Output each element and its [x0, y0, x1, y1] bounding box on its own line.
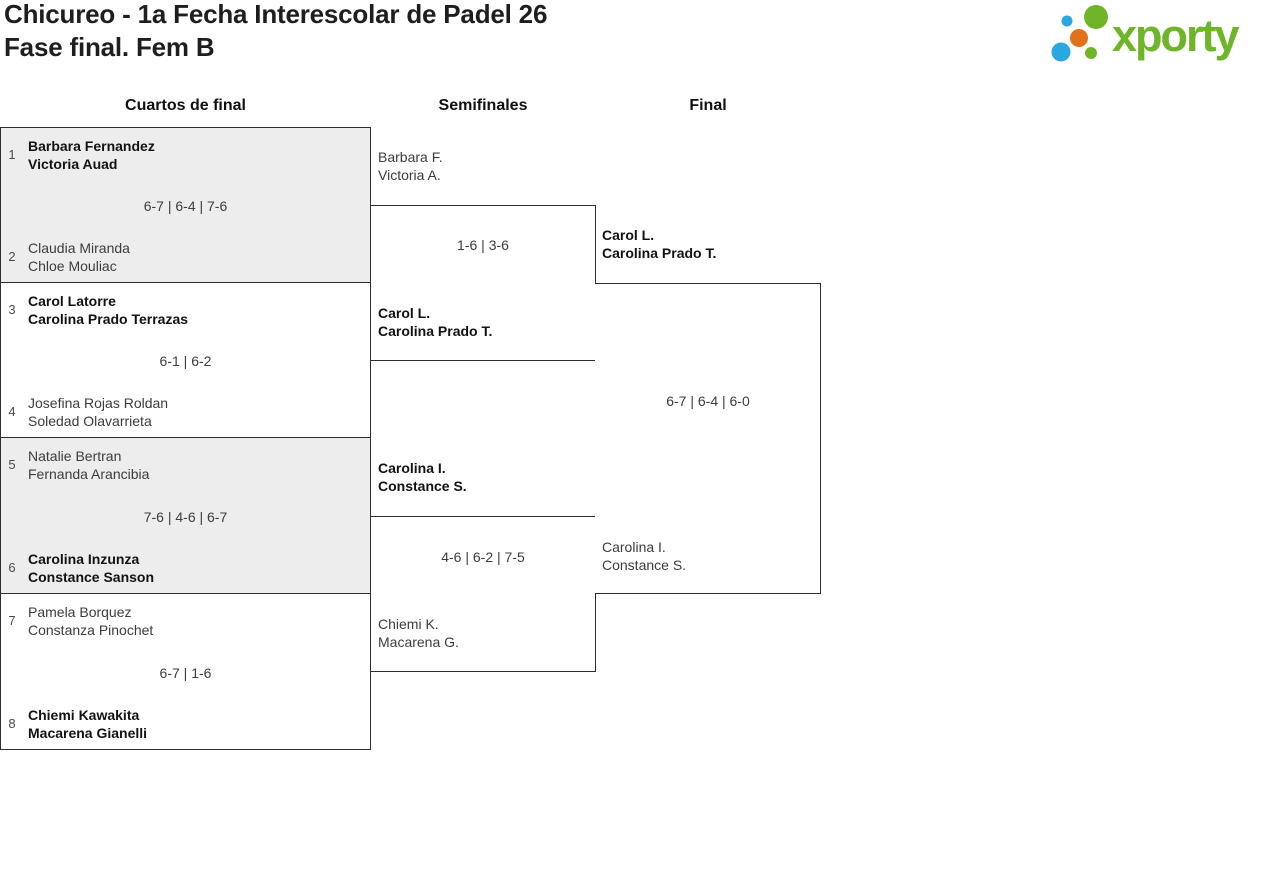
team-name: Barbara F. Victoria A.: [378, 148, 443, 184]
team-name: Carol L. Carolina Prado T.: [602, 226, 716, 262]
seed-number: 3: [8, 302, 16, 317]
player-name: Chiemi K.: [378, 616, 439, 632]
player-name: Carolina I.: [378, 460, 446, 476]
match-score: 7-6 | 4-6 | 6-7: [143, 509, 228, 525]
xporty-logo[interactable]: xporty: [1112, 10, 1240, 61]
team-name: Barbara Fernandez Victoria Auad: [28, 137, 155, 173]
player-name: Constance Sanson: [28, 569, 155, 585]
player-name: Constanza Pinochet: [28, 622, 154, 638]
player-name: Carolina Prado Terrazas: [28, 311, 189, 327]
player-name: Natalie Bertran: [28, 448, 122, 464]
player-name: Macarena G.: [378, 634, 459, 650]
column-header-final: Final: [689, 97, 727, 114]
player-name: Carol L.: [378, 305, 431, 321]
player-name: Josefina Rojas Roldan: [28, 395, 169, 411]
player-name: Chiemi Kawakita: [28, 707, 140, 723]
player-name: Carolina Prado T.: [378, 323, 493, 339]
quarterfinal-match-4: [0, 593, 371, 750]
quarterfinal-match-1: [0, 127, 371, 283]
semifinal-match-2: [370, 516, 596, 672]
final-match: [595, 283, 821, 594]
match-score: 1-6 | 3-6: [457, 237, 509, 253]
phase-subtitle: Fase final. Fem B: [4, 32, 215, 62]
player-name: Fernanda Arancibia: [28, 466, 150, 482]
seed-number: 1: [8, 147, 16, 162]
player-name: Macarena Gianelli: [28, 725, 148, 741]
team-name: Josefina Rojas Roldan Soledad Olavarriet…: [28, 394, 168, 430]
player-name: Soledad Olavarrieta: [28, 413, 152, 429]
player-name: Victoria A.: [378, 167, 441, 183]
player-name: Constance S.: [602, 557, 687, 573]
seed-number: 2: [8, 249, 16, 264]
match-score: 4-6 | 6-2 | 7-5: [441, 549, 525, 565]
match-score: 6-1 | 6-2: [159, 353, 212, 369]
team-name: Carolina I. Constance S.: [378, 459, 467, 495]
player-name: Barbara F.: [378, 149, 443, 165]
match-score: 6-7 | 1-6: [159, 665, 212, 681]
team-name: Carolina Inzunza Constance Sanson: [28, 550, 154, 586]
match-score: 6-7 | 6-4 | 6-0: [666, 393, 750, 409]
player-name: Constance S.: [378, 478, 467, 494]
seed-number: 4: [8, 404, 16, 419]
player-name: Chloe Mouliac: [28, 258, 117, 274]
team-name: Carol Latorre Carolina Prado Terrazas: [28, 292, 188, 328]
seed-number: 5: [8, 457, 16, 472]
team-name: Claudia Miranda Chloe Mouliac: [28, 239, 130, 275]
team-name: Carolina I. Constance S.: [602, 538, 686, 574]
player-name: Carolina Prado T.: [602, 245, 717, 261]
xporty-logo-dots-icon: [1051, 5, 1108, 62]
team-name: Chiemi Kawakita Macarena Gianelli: [28, 706, 147, 742]
player-name: Victoria Auad: [28, 156, 118, 172]
seed-number: 8: [8, 716, 16, 731]
player-name: Barbara Fernandez: [28, 138, 155, 154]
player-name: Carolina Inzunza: [28, 551, 140, 567]
column-header-cuartos-de-final: Cuartos de final: [125, 97, 246, 114]
team-name: Carol L. Carolina Prado T.: [378, 304, 492, 340]
team-name: Chiemi K. Macarena G.: [378, 615, 459, 651]
match-score: 6-7 | 6-4 | 7-6: [143, 198, 228, 214]
seed-number: 7: [8, 613, 16, 628]
page-title: Chicureo - 1a Fecha Interescolar de Pade…: [4, 0, 547, 64]
team-name: Pamela Borquez Constanza Pinochet: [28, 603, 153, 639]
tournament-title: Chicureo - 1a Fecha Interescolar de Pade…: [4, 0, 548, 29]
column-header-semifinales: Semifinales: [438, 97, 528, 114]
semifinal-match-1: [370, 205, 596, 361]
player-name: Carolina I.: [602, 539, 666, 555]
player-name: Carol L.: [602, 227, 655, 243]
player-name: Claudia Miranda: [28, 240, 130, 256]
team-name: Natalie Bertran Fernanda Arancibia: [28, 447, 149, 483]
quarterfinal-match-2: [0, 282, 371, 438]
seed-number: 6: [8, 560, 16, 575]
player-name: Carol Latorre: [28, 293, 116, 309]
player-name: Pamela Borquez: [28, 604, 132, 620]
